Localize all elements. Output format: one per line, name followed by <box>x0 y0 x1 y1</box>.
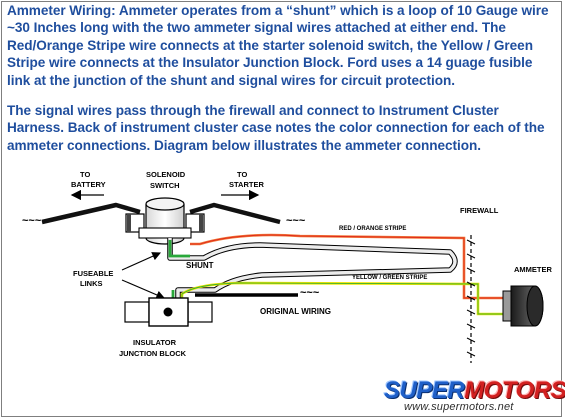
fuseable-arrow-upper <box>121 252 162 271</box>
firewall-hatch <box>466 239 476 357</box>
fusible-link-upper <box>168 240 190 258</box>
intro-paragraph: Ammeter Wiring: Ammeter operates from a … <box>7 3 549 88</box>
ammeter-label: AMMETER <box>514 265 552 274</box>
battery-cable <box>41 202 141 225</box>
to-battery-label-group: TO BATTERY <box>70 170 106 201</box>
red-orange-stripe-label: RED / ORANGE STRIPE <box>339 226 406 232</box>
squiggle-left: ~~~ <box>22 215 42 227</box>
ammeter-gauge <box>502 285 544 327</box>
solenoid-switch-label: SWITCH <box>150 181 180 190</box>
solenoid-label: SOLENOID <box>146 170 186 179</box>
signal-wires-paragraph: The signal wires pass through the firewa… <box>7 103 545 153</box>
links-label: LINKS <box>80 279 103 288</box>
yellow-green-stripe <box>181 282 505 315</box>
yellow-green-signal-wire <box>180 281 505 316</box>
solenoid-switch <box>125 197 205 245</box>
solenoid-label-group: SOLENOID SWITCH <box>146 170 186 190</box>
junction-block-label: JUNCTION BLOCK <box>119 349 187 358</box>
squiggle-right: ~~~ <box>286 215 306 227</box>
yellow-green-stripe-label: YELLOW / GREEN STRIPE <box>352 275 427 281</box>
to-starter-label-to: TO <box>237 170 247 179</box>
firewall-label: FIREWALL <box>460 206 499 215</box>
fuseable-arrow-lower <box>121 279 166 300</box>
squiggle-mid: ~~~ <box>300 287 320 299</box>
insulator-junction-block <box>124 297 213 327</box>
starter-cable <box>189 202 281 225</box>
fuseable-label: FUSEABLE <box>73 269 113 278</box>
supermotors-logo: SUPERMOTORS <box>384 377 565 404</box>
shunt-label: SHUNT <box>186 261 214 270</box>
insulator-label: INSULATOR <box>133 338 177 347</box>
original-wiring-label: ORIGINAL WIRING <box>260 307 331 316</box>
red-orange-stripe <box>190 234 505 299</box>
to-starter-label-group: TO STARTER <box>221 170 264 201</box>
to-starter-label: STARTER <box>229 180 264 189</box>
watermark-url: www.supermotors.net <box>404 401 514 413</box>
to-battery-label-to: TO <box>80 170 90 179</box>
to-battery-label: BATTERY <box>71 180 106 189</box>
